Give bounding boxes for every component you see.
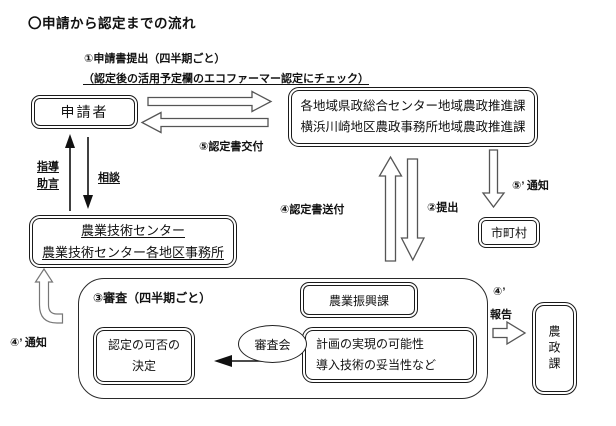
cert-issue-label: ⑤認定書交付 [199,141,264,153]
decision-box: 認定の可否の 決定 [93,327,195,385]
criteria-line2: 導入技術の妥当性など [316,358,437,372]
notify5-label: ⑤’ 通知 [512,180,549,192]
regional-center-line2: 横浜川崎地区農政事務所地域農政推進課 [300,120,526,134]
consult-down-arrow-head [83,195,93,209]
cert-issue-left-arrow [140,111,269,134]
step1-note-label: （認定後の活用予定欄のエコファーマー認定にチェック） [83,73,369,85]
review-container [78,278,488,399]
review-label: ③審査（四半期ごと） [93,291,212,305]
report-right-arrow [492,320,527,346]
notify4-label: ④’ 通知 [10,337,47,349]
consult-label: 相談 [98,172,120,184]
cert-send-label: ④認定書送付 [280,204,345,216]
decision-line2: 決定 [131,359,156,373]
submit-down-arrow [400,158,426,262]
agri-promotion-box: 農業振興課 [300,282,418,318]
apply-right-arrow [147,90,273,113]
municipality-box: 市町村 [478,217,540,248]
council-left-arrow-head [214,355,232,367]
agri-promotion-label: 農業振興課 [328,293,389,308]
applicant-box: 申請者 [31,95,138,129]
submit-label: ②提出 [427,202,459,214]
step1-label: ①申請書提出（四半期ごと） [84,53,226,65]
council-label: 審査会 [254,337,291,352]
applicant-box-label: 申請者 [60,106,109,121]
agri-policy-box: 農政課 [532,302,577,395]
report-num-label: ④’ [493,286,506,298]
decision-line1: 認定の可否の [107,338,180,352]
agtech-line1: 農業技術センター [80,222,185,238]
agtech-center-box: 農業技術センター 農業技術センター各地区事務所 [29,215,237,268]
council-ellipse: 審査会 [238,325,307,363]
page-title: 〇申請から認定までの流れ [28,16,196,31]
criteria-box: 計画の実現の可能性 導入技術の妥当性など [302,327,477,383]
municipality-label: 市町村 [490,226,527,240]
guidance-up-arrow-head [65,134,75,148]
regional-center-line1: 各地域県政総合センター地域農政推進課 [300,99,526,113]
criteria-line1: 計画の実現の可能性 [316,337,425,351]
report-label: 報告 [490,309,512,321]
notify4-elbow-arrow [34,267,64,324]
guidance-label: 指導 [37,161,59,173]
regional-center-box: 各地域県政総合センター地域農政推進課 横浜川崎地区農政事務所地域農政推進課 [288,87,538,147]
advice-label: 助言 [37,178,59,190]
agri-policy-label: 農政課 [547,324,561,373]
notify5-down-arrow [481,149,506,209]
agtech-line2: 農業技術センター各地区事務所 [41,244,224,260]
cert-send-up-arrow [378,155,403,262]
